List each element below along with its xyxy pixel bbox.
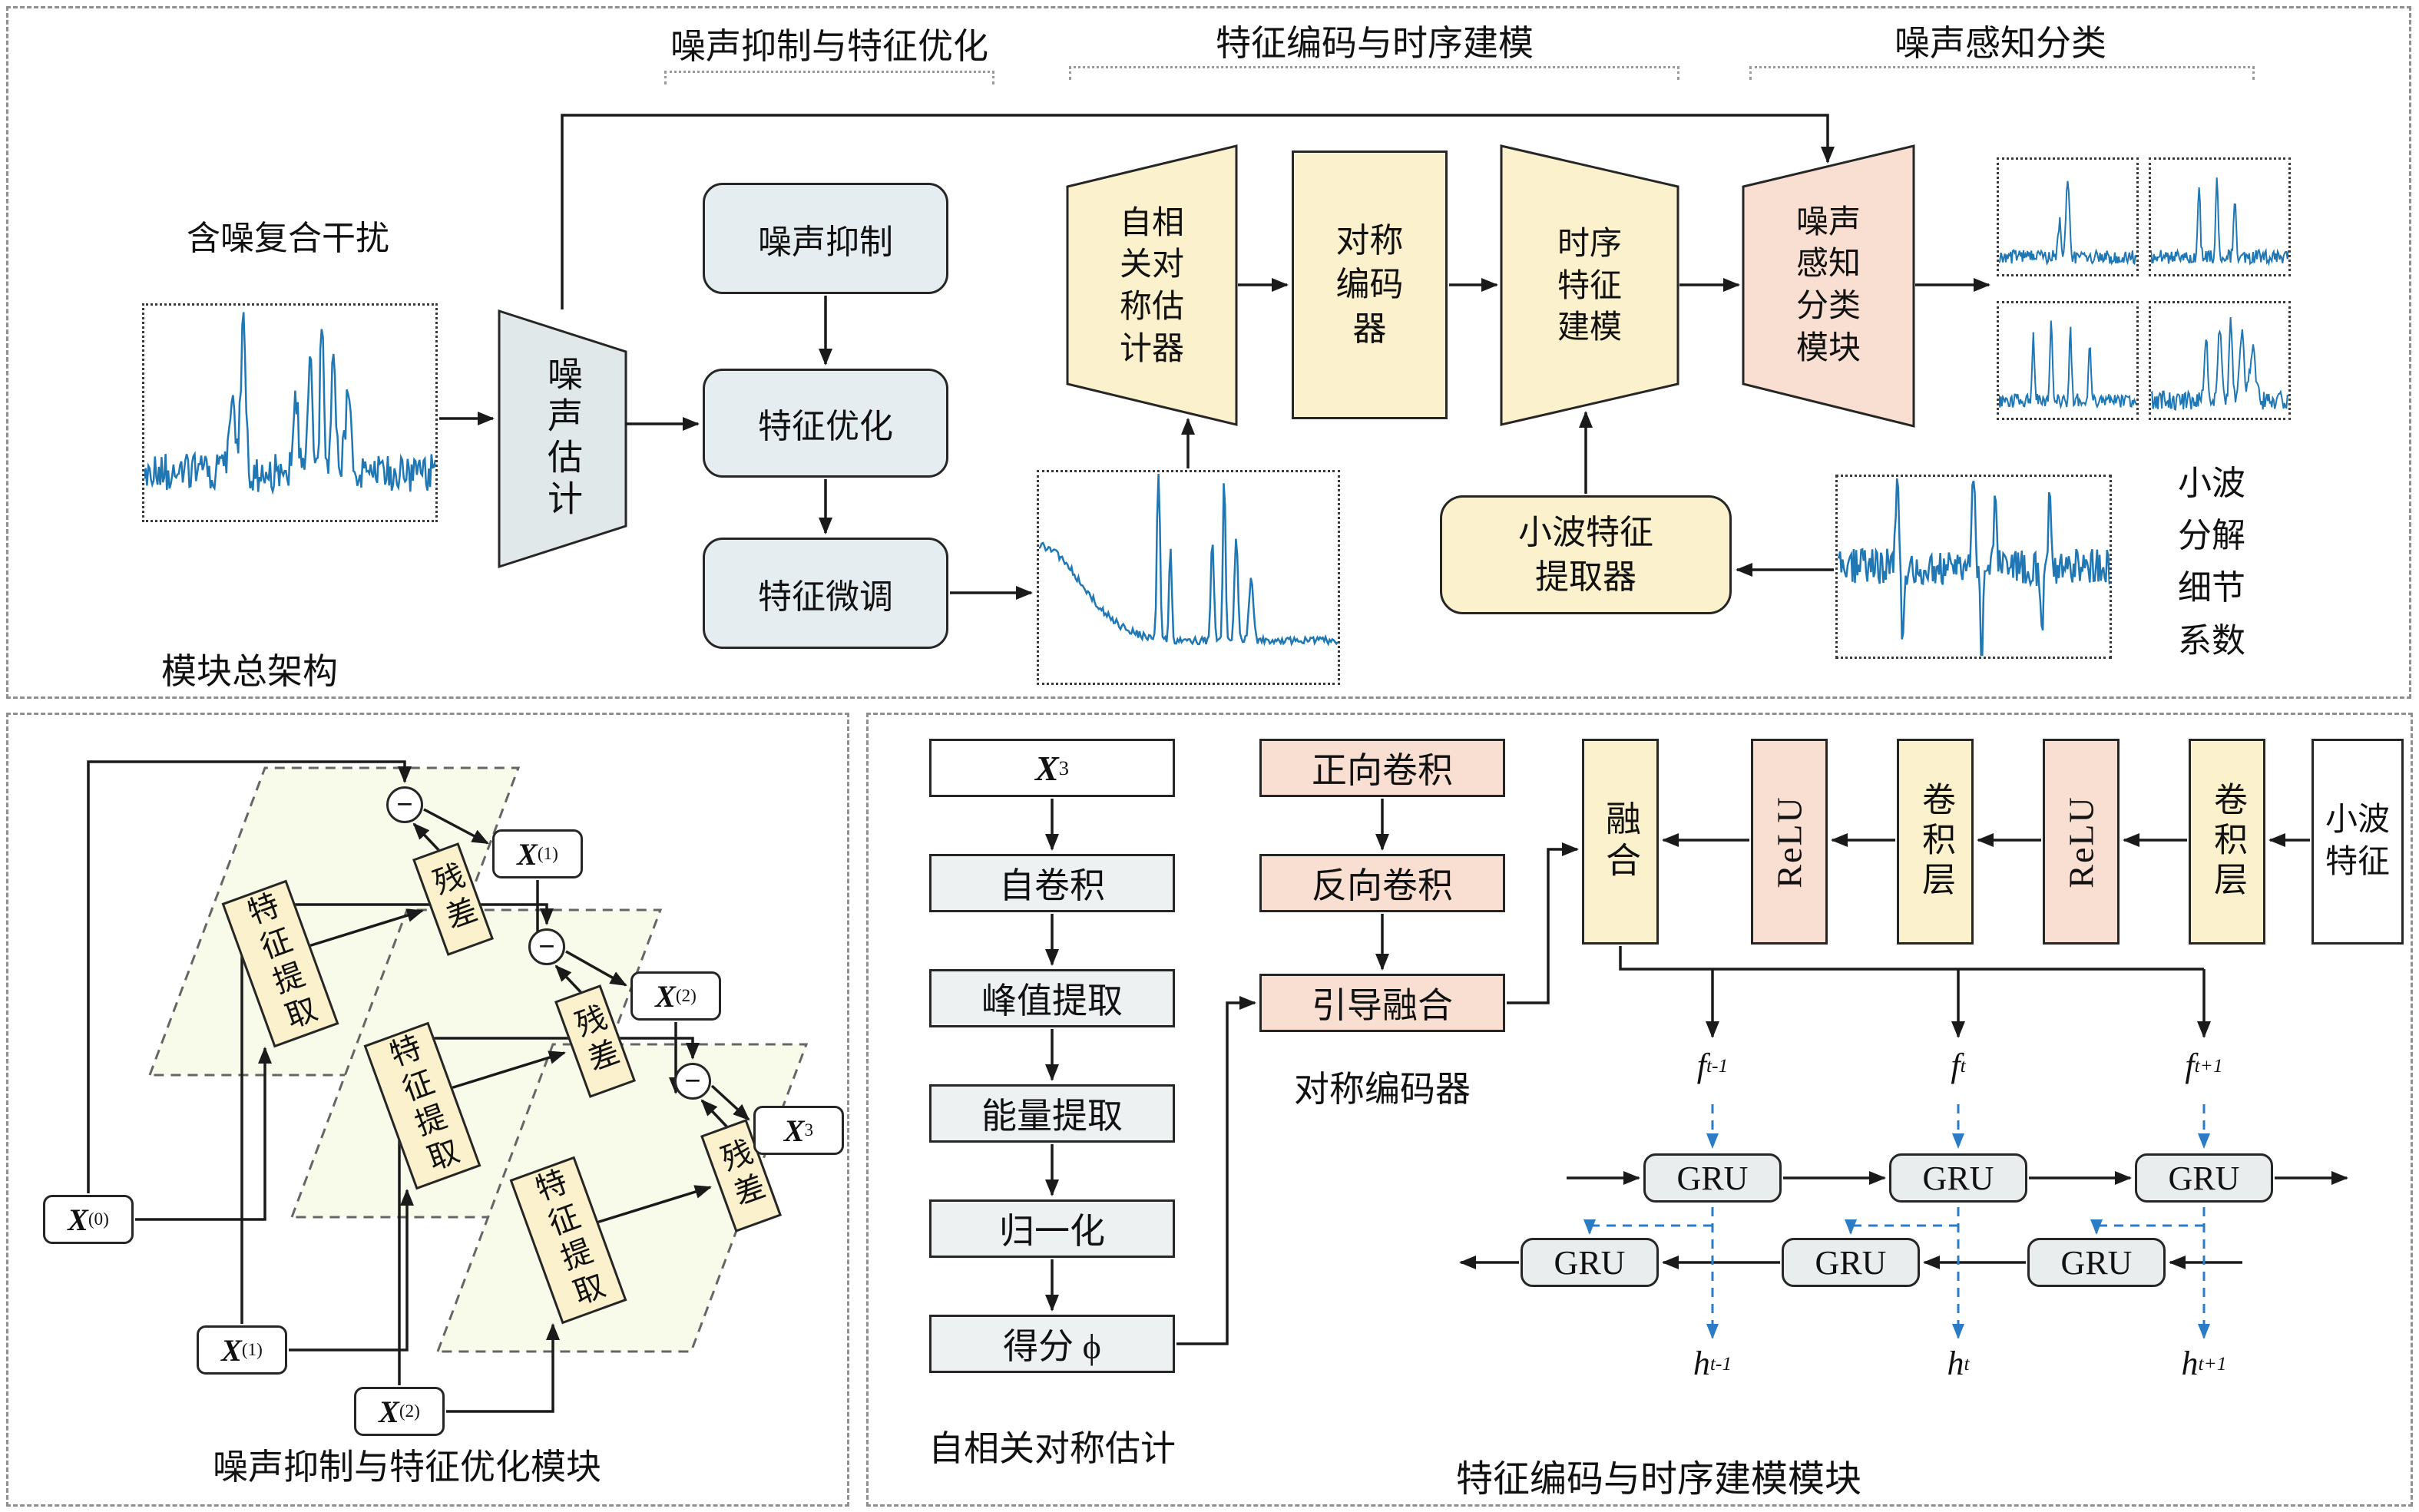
guided-fusion-block: 引导融合 bbox=[1259, 974, 1505, 1032]
wavelet-coeff-label: 小波 分解 细节 系数 bbox=[2178, 465, 2245, 660]
peak-extract-block: 峰值提取 bbox=[929, 969, 1175, 1027]
gru-backward-1: GRU bbox=[1521, 1238, 1659, 1287]
gru-backward-3: GRU bbox=[2027, 1238, 2166, 1287]
autocorr-estimator-block: 自相 关对 称估 计器 bbox=[1119, 205, 1184, 367]
autocorr-estimator-shape bbox=[1066, 144, 1238, 426]
gru-forward-2: GRU bbox=[1889, 1153, 2027, 1203]
overview-caption: 模块总架构 bbox=[161, 652, 338, 691]
denoise-module-caption: 噪声抑制与特征优化模块 bbox=[213, 1447, 601, 1487]
bracket-denoise bbox=[664, 71, 994, 84]
bracket-encoding bbox=[1069, 66, 1679, 80]
noise-estimator-block: 噪声估计 bbox=[543, 355, 582, 521]
section-title-classify: 噪声感知分类 bbox=[1894, 24, 2106, 63]
noise-suppression-block: 噪声抑制 bbox=[703, 183, 948, 294]
noisy-signal-waveform bbox=[144, 312, 435, 495]
x-input-1: X(1) bbox=[197, 1325, 287, 1375]
noise-aware-classifier-block: 噪声 感知 分类 模块 bbox=[1795, 204, 1861, 366]
noisy-input-label: 含噪复合干扰 bbox=[187, 220, 389, 257]
normalize-block: 归一化 bbox=[929, 1199, 1175, 1258]
class-output-waveform-2 bbox=[2151, 177, 2288, 266]
class-output-plot-4 bbox=[2149, 301, 2291, 420]
gru-forward-1: GRU bbox=[1643, 1153, 1782, 1203]
feature-optimize-block: 特征优化 bbox=[703, 369, 948, 478]
relu-block-2: ReLU bbox=[2043, 739, 2120, 945]
class-output-waveform-3 bbox=[1999, 320, 2136, 410]
noise-aware-classifier-shape bbox=[1742, 144, 1915, 428]
backward-conv-block: 反向卷积 bbox=[1259, 854, 1505, 912]
x-input-2: X(2) bbox=[354, 1387, 445, 1436]
minus-node-2: − bbox=[528, 928, 565, 965]
bracket-classify bbox=[1749, 66, 2255, 80]
denoised-signal-waveform bbox=[1039, 473, 1338, 647]
conv-layer-block-2: 卷积层 bbox=[2189, 739, 2265, 945]
fusion-block: 融合 bbox=[1582, 739, 1659, 945]
class-output-waveform-1 bbox=[1999, 180, 2136, 266]
relu-block-1: ReLU bbox=[1751, 739, 1828, 945]
symmetric-encoder-block: 对称 编码 器 bbox=[1292, 151, 1448, 419]
stage-panel-3 bbox=[435, 1043, 809, 1353]
temporal-model-shape bbox=[1500, 144, 1679, 426]
class-output-plot-2 bbox=[2149, 157, 2291, 276]
wavelet-coeff-waveform bbox=[1838, 478, 2110, 657]
self-conv-block: 自卷积 bbox=[929, 854, 1175, 912]
gru-backward-2: GRU bbox=[1782, 1238, 1920, 1287]
forward-conv-block: 正向卷积 bbox=[1259, 739, 1505, 797]
energy-extract-block: 能量提取 bbox=[929, 1084, 1175, 1143]
x-output-2: X(2) bbox=[630, 971, 721, 1021]
section-title-encoding: 特征编码与时序建模 bbox=[1216, 24, 1534, 63]
encoding-module-caption: 特征编码与时序建模模块 bbox=[1455, 1459, 1861, 1500]
temporal-model-block: 时序 特征 建模 bbox=[1557, 227, 1622, 346]
class-output-plot-3 bbox=[1997, 301, 2139, 420]
conv-layer-block-1: 卷积层 bbox=[1897, 739, 1974, 945]
class-output-waveform-4 bbox=[2151, 316, 2288, 412]
feature-finetune-block: 特征微调 bbox=[703, 538, 948, 649]
x-input-0: X(0) bbox=[43, 1195, 134, 1244]
score-phi-block: 得分 ϕ bbox=[929, 1315, 1175, 1373]
wavelet-feature-block: 小波 特征 bbox=[2311, 739, 2404, 945]
x-output-1: X(1) bbox=[492, 829, 583, 878]
class-output-plot-1 bbox=[1997, 157, 2139, 276]
minus-node-1: − bbox=[386, 786, 423, 823]
wavelet-coeff-plot bbox=[1835, 475, 2112, 659]
noise-estimator-shape bbox=[498, 309, 627, 569]
minus-node-3: − bbox=[674, 1063, 711, 1100]
denoised-signal-plot bbox=[1037, 470, 1340, 685]
autocorr-estimation-caption: 自相关对称估计 bbox=[928, 1429, 1176, 1468]
gru-forward-3: GRU bbox=[2135, 1153, 2273, 1203]
noisy-signal-plot bbox=[142, 303, 438, 522]
symmetric-encoder-caption: 对称编码器 bbox=[1294, 1070, 1471, 1109]
wavelet-extractor-block: 小波特征 提取器 bbox=[1440, 495, 1732, 614]
section-title-denoise: 噪声抑制与特征优化 bbox=[670, 27, 988, 66]
